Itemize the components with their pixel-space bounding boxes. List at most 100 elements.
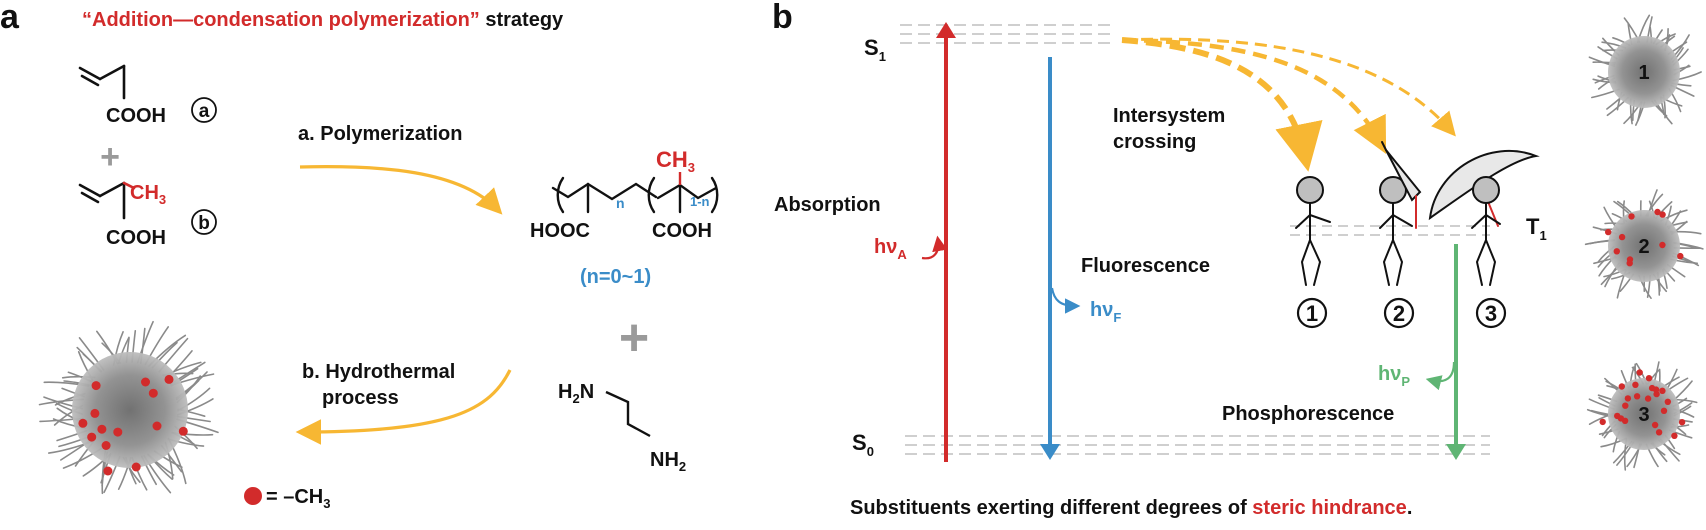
polymer-right-group: COOH (652, 220, 712, 242)
methyl-dot (1613, 248, 1621, 255)
methyl-dot (103, 466, 113, 476)
monomer-b-group: COOH (106, 227, 166, 249)
t1-label: T1 (1526, 214, 1547, 243)
hv-p-arrow (1425, 361, 1456, 391)
methyl-dot (1633, 393, 1641, 400)
absorption-label: Absorption (774, 194, 881, 216)
s1-label: S1 (864, 35, 886, 64)
monomer-b-tag: b (198, 213, 210, 234)
hv-a-arrow (921, 235, 948, 260)
edta-top-amine: H2N (558, 381, 594, 406)
methyl-dot (1660, 407, 1668, 414)
methyl-dot (164, 374, 174, 384)
step-a-arrow (299, 165, 503, 215)
s1-level (900, 24, 1110, 57)
figure-number-circle-2 (1383, 297, 1415, 329)
methyl-dot (141, 377, 150, 387)
isc-arrow-2 (1121, 37, 1387, 155)
phosphorescence-arrowhead (1446, 444, 1466, 460)
step-b-arrow (295, 369, 512, 445)
monomer-b-methyl: CH3 (130, 182, 166, 207)
polymer-left-group: HOOC (530, 220, 590, 242)
methyl-dot (78, 418, 88, 428)
methyl-dot (97, 424, 107, 434)
panel-a-title-quoted: “Addition—condensation polymerization” (82, 9, 480, 31)
methyl-dot (1626, 260, 1633, 267)
hv-p-label: hνP (1378, 363, 1410, 389)
figure-number-3: 3 (1485, 301, 1497, 326)
methyl-dot (1624, 395, 1632, 402)
panel-a-title: “Addition—condensation polymerization” s… (82, 9, 564, 31)
methyl-dot (131, 462, 141, 472)
methyl-dot (91, 381, 101, 391)
carbon-dot-1 (1588, 14, 1702, 126)
methyl-dot (1628, 213, 1635, 220)
methyl-dot (1664, 398, 1672, 405)
monomer-a-structure (78, 64, 126, 100)
fluorescence-arrowhead (1040, 444, 1060, 460)
monomer-b-tag-circle (191, 209, 217, 235)
isc-arrow-1 (1121, 37, 1323, 172)
carbon-dot-3 (1586, 361, 1698, 471)
methyl-dot (1678, 419, 1686, 426)
methyl-dot (113, 427, 123, 437)
carbon-dot-large (38, 320, 219, 495)
methyl-dot (152, 421, 162, 431)
absorption-arrowhead (936, 22, 956, 38)
step-b-label-line2: process (322, 387, 399, 409)
methyl-dot (90, 408, 100, 418)
carbon-dot-2-label: 2 (1638, 236, 1649, 258)
s0-level (905, 435, 1490, 466)
methyl-dot (87, 432, 97, 442)
carbon-dot-1-label: 1 (1638, 62, 1649, 84)
phosphorescence-label: Phosphorescence (1222, 403, 1394, 425)
figure-number-2: 2 (1393, 301, 1405, 326)
monomer-a-group: COOH (106, 105, 166, 127)
polymer-index-n: n (616, 195, 625, 211)
methyl-legend-dot (244, 487, 262, 505)
plus-sign-ethylenediamine: + (619, 309, 649, 367)
step-b-label-line1: b. Hydrothermal (302, 361, 455, 383)
methyl-dot (148, 388, 158, 398)
panel-a: a “Addition—condensation polymerization”… (0, 0, 719, 511)
panel-b-caption: Substituents exerting different degrees … (850, 497, 1412, 519)
figure-number-circle-3 (1475, 297, 1507, 329)
polymer-index-1n: 1-n (690, 194, 710, 209)
edta-backbone (605, 390, 651, 438)
hv-f-label: hνF (1090, 299, 1121, 325)
figure-number-circle-1 (1296, 297, 1328, 329)
polymer-structure (551, 176, 719, 214)
isc-arrow-3 (1121, 37, 1456, 137)
monomer-b-methyl-bond (122, 181, 136, 190)
monomer-a-tag-circle (191, 97, 217, 123)
stick-figure-2 (1379, 141, 1422, 286)
methyl-dot (1599, 418, 1606, 426)
methyl-dot (1644, 395, 1652, 402)
methyl-dot (178, 426, 188, 436)
plus-sign-monomers: + (100, 138, 120, 176)
hv-f-arrow (1050, 287, 1081, 314)
panel-a-title-rest: strategy (480, 9, 564, 31)
methyl-legend-label: = –CH3 (266, 486, 330, 511)
panel-b-letter: b (772, 0, 793, 36)
fluorescence-label: Fluorescence (1081, 255, 1210, 277)
methyl-dot (1617, 415, 1625, 422)
methyl-dot (1659, 387, 1666, 394)
panel-a-letter: a (0, 0, 20, 36)
methyl-dot (1671, 432, 1678, 439)
methyl-dot (1659, 241, 1666, 249)
carbon-dot-2 (1584, 189, 1704, 299)
methyl-dot (1652, 386, 1660, 393)
edta-bottom-amine: NH2 (650, 449, 686, 474)
methyl-dot (1605, 228, 1612, 236)
isc-label-line2: crossing (1113, 131, 1196, 153)
methyl-dot (1618, 233, 1626, 241)
polymer-range: (n=0~1) (580, 266, 651, 288)
polymer-methyl: CH3 (656, 147, 695, 175)
methyl-dot (1618, 383, 1626, 390)
methyl-dot (1677, 252, 1684, 260)
step-a-label: a. Polymerization (298, 123, 463, 145)
isc-label-line1: Intersystem (1113, 105, 1225, 127)
figure-number-1: 1 (1306, 301, 1318, 326)
